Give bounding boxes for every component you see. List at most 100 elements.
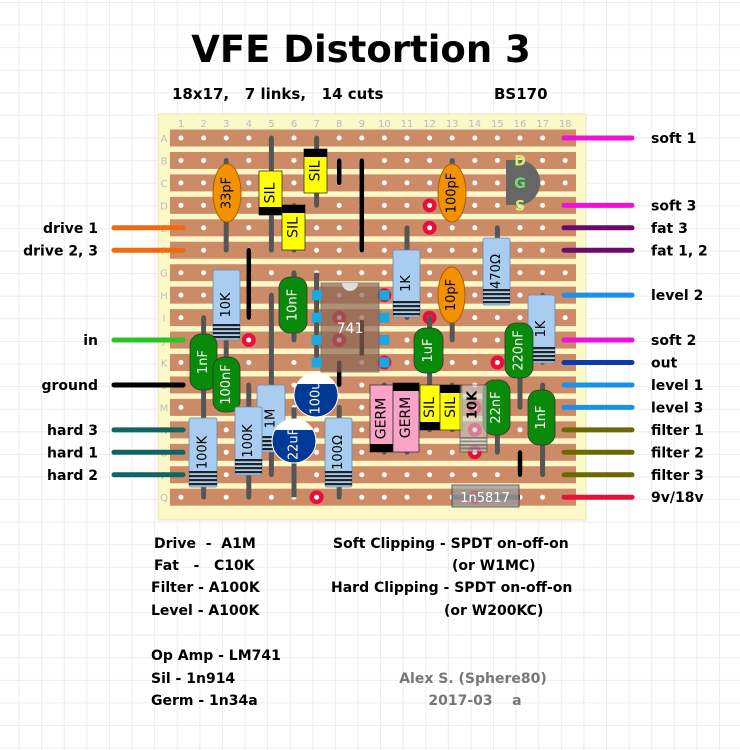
schottky-diode-1n5817: 1n5817 [451,484,520,508]
wire-label: drive 1 [43,221,98,237]
resistor-band [393,305,420,308]
resistor-100K: 100K [234,382,263,500]
resistor-band [325,475,352,478]
hole [404,202,410,208]
transistor-bs170: DGS [506,153,541,214]
hole [381,225,387,231]
polarity-stripe [297,373,335,384]
column-number: 6 [291,119,297,130]
hole [540,494,546,500]
hole [381,180,387,186]
component-label: 1uF [421,339,436,363]
column-number: 1 [178,119,184,130]
component-body [482,237,511,306]
component-label: GERM [374,398,390,440]
component-label: 33pF [220,177,235,209]
hole [223,472,229,478]
hole [449,247,455,253]
hole [427,225,433,231]
hole [291,382,297,388]
wire-label: 9v/18v [651,490,704,506]
hole [359,270,365,276]
hole [494,180,500,186]
hole [562,180,568,186]
resistor-470: 470Ω [482,225,511,306]
component-label: 1nF [196,350,211,374]
component-label: 1K [534,320,549,337]
hole [427,494,433,500]
film-capacitor-10nF: 10nF [278,270,308,343]
part-germ: Germ - 1n34a [151,693,258,709]
hole [314,225,320,231]
part-sil: Sil - 1n914 [151,671,235,687]
hole [540,247,546,253]
component-label: 10K [219,292,234,318]
hole [517,270,523,276]
hole [540,202,546,208]
hole [517,225,523,231]
hole [359,382,365,388]
hole [381,202,387,208]
component-label: 1nF [534,406,549,430]
wire-label: fat 3 [651,221,688,237]
row-letter: B [161,156,168,167]
transistor-body [506,160,541,205]
hole [178,292,184,298]
hole [381,494,387,500]
hole [359,135,365,141]
hole [291,157,297,163]
hole [178,135,184,141]
column-number: 7 [313,119,319,130]
column-number: 8 [336,119,342,130]
sil-diode-SIL: SIL [439,382,463,433]
note-hard-alt: (or W200KC) [444,603,543,619]
hole [359,494,365,500]
note-drive: Drive - A1M [154,536,256,552]
diode-cathode-band [304,149,327,157]
film-capacitor-1uF: 1uF [413,315,444,388]
hole [472,180,478,186]
ceramic-capacitor-33pF: 33pF [212,157,242,253]
hole [178,360,184,365]
transistor-pin-S: S [515,198,525,214]
hole [178,404,184,410]
hole [246,135,252,141]
resistor-band [257,444,285,447]
row-letter: A [161,134,168,145]
trimmer-resistor-10K: 10K [459,384,488,453]
component-label: SIL [308,160,324,181]
hole [291,360,297,365]
part-opamp: Op Amp - LM741 [151,648,281,664]
component-body [504,322,534,379]
column-number: 16 [514,119,527,130]
resistor-band [528,359,555,362]
transistor-type-label: BS170 [494,85,548,103]
hole [540,135,546,141]
ic-pin [311,290,322,301]
resistor-band [325,479,352,482]
ic-pin [311,357,322,368]
component-body [437,266,466,324]
hole [472,135,478,141]
row-letter: M [160,403,169,414]
note-hard-clipping: Hard Clipping - SPDT on-off-on [331,580,572,596]
wire-label: filter 3 [651,468,704,484]
ic-pin [311,335,322,346]
hole [427,472,433,478]
hole [427,292,433,298]
column-number: 13 [446,119,459,130]
hole [517,427,523,433]
component-label: 10nF [286,289,301,321]
component-label: GERM [398,397,414,439]
board-summary: 18x17, 7 links, 14 cuts [172,85,384,103]
hole [404,180,410,186]
page-title: VFE Distortion 3 [191,28,531,71]
note-soft-alt: (or W1MC) [452,558,536,574]
hole [201,292,207,298]
film-capacitor-22nF: 22nF [482,379,511,455]
hole [246,202,252,208]
hole [494,157,500,163]
hole [494,337,500,343]
hole [517,315,523,321]
row-letter: G [160,269,168,280]
